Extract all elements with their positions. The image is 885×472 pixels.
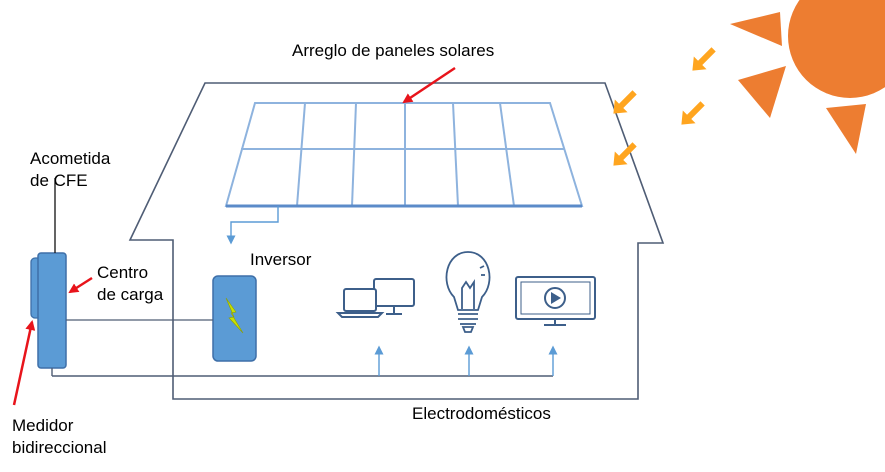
tv-play-icon: [515, 276, 596, 326]
pointer-arrow-centro: [68, 276, 93, 294]
lightbulb-icon: [445, 251, 491, 333]
house-outline: [128, 82, 665, 400]
lightning-bolt-icon: [225, 297, 244, 334]
sun-icon: [730, 0, 885, 154]
medidor-label-line2: bidireccional: [12, 438, 107, 457]
solar-panel-array: [224, 102, 584, 208]
medidor-label-line1: Medidor: [12, 416, 74, 435]
appliance-feeders: [374, 345, 558, 376]
appliances-label: Electrodomésticos: [412, 404, 551, 423]
meter-label: Medidor bidireccional: [12, 415, 107, 459]
acometida-label-line1: Acometida: [30, 149, 111, 168]
bidirectional-meter: [30, 252, 67, 369]
pointer-arrow-medidor: [12, 320, 36, 406]
inverter-box: [212, 275, 257, 362]
acometida-label-line2: de CFE: [30, 171, 88, 190]
laptop-monitor-icon: [335, 278, 415, 318]
centro-label-line1: Centro: [97, 263, 149, 282]
panel-to-inverter-line: [226, 206, 279, 245]
solar-panels-label: Arreglo de paneles solares: [292, 41, 495, 60]
sun-ray-arrows: [613, 47, 716, 166]
pointer-arrow-panels: [402, 66, 456, 104]
acometida-label: Acometida de CFE: [30, 148, 110, 192]
centro-de-carga-label: Centro de carga: [97, 262, 163, 306]
centro-label-line2: de carga: [97, 285, 164, 304]
inverter-label: Inversor: [250, 250, 312, 269]
